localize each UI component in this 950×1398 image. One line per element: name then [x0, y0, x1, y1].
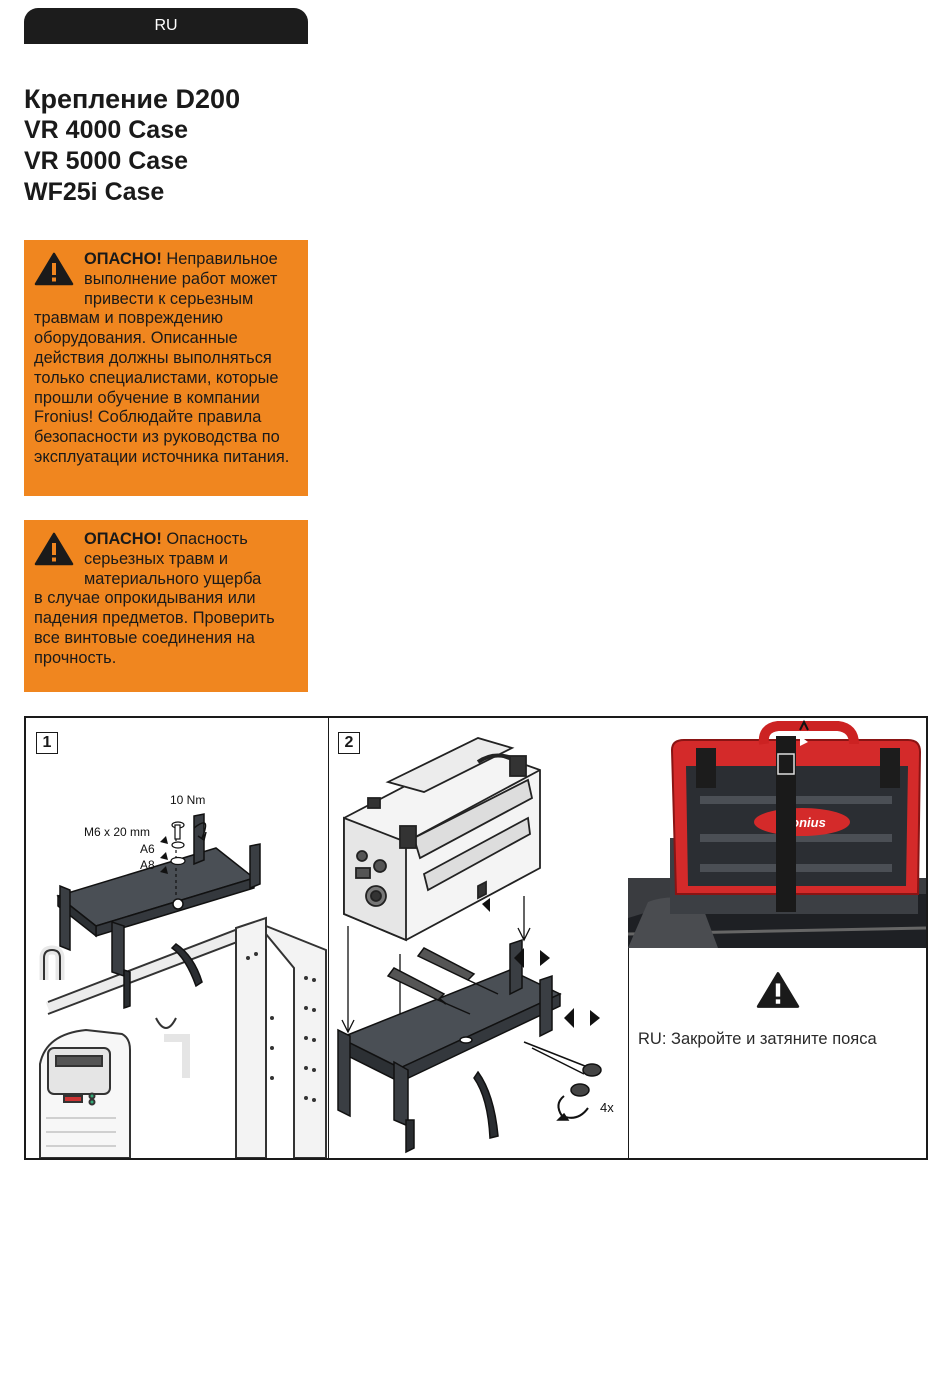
frame-holes [246, 952, 316, 1102]
strap-instruction: RU: Закройте и затяните пояса [638, 1030, 877, 1048]
danger-label: ОПАСНО! [84, 530, 162, 548]
danger-body: в случае опрокидывания или падения предм… [34, 589, 275, 667]
step-3-panel: 3 Fronius [628, 718, 926, 1158]
danger-label: ОПАСНО! [84, 250, 162, 268]
wire-feeder-case [343, 737, 541, 942]
assembly-steps: 1 [24, 716, 928, 1160]
page-title: Крепление D200 [24, 84, 241, 114]
screwdriver-tools [386, 947, 499, 1015]
danger-lead: Неправильное выполнение работ может прив… [84, 250, 278, 308]
screw-label: M6 x 20 mm [84, 825, 150, 839]
bracket-plate [337, 938, 562, 1154]
step-2-illustration: 4x [337, 737, 614, 1154]
step-1-panel: 1 [26, 718, 329, 1158]
adjust-arrow-icon [482, 898, 600, 1028]
step-number: 2 [338, 732, 360, 754]
step-1-illustration: 10 Nm M6 x 20 mm A6 A8 [39, 793, 327, 1158]
torque-label: 10 Nm [170, 793, 205, 807]
rotate-arrow-icon [160, 836, 168, 874]
danger-notice-2: ОПАСНО! Опасность серьезных травм и мате… [24, 520, 308, 692]
step-2-panel: 2 [328, 718, 629, 1158]
danger-notice-text: ОПАСНО! Неправильное выполнение работ мо… [34, 250, 302, 468]
mounting-bolts [523, 1041, 602, 1121]
model-line-2: VR 5000 Case [24, 147, 189, 175]
washer-a-label: A6 [140, 842, 155, 856]
count-label: 4x [600, 1100, 614, 1115]
model-line-1: VR 4000 Case [24, 116, 189, 144]
trolley-frame [39, 916, 327, 1158]
danger-body: травмам и повреждению оборудования. Опис… [34, 309, 290, 466]
danger-notice-1: ОПАСНО! Неправильное выполнение работ мо… [24, 240, 308, 496]
language-tab: RU [24, 8, 308, 44]
danger-lead: Опасность серьезных травм и материальног… [84, 530, 262, 588]
bracket-plate [56, 813, 261, 1010]
warning-triangle-icon [34, 532, 74, 566]
step-3-photo: Fronius [628, 718, 926, 948]
model-line-3: WF25i Case [24, 178, 165, 206]
screw-stack [170, 821, 207, 898]
title-block: Крепление D200 VR 4000 Case VR 5000 Case… [24, 84, 240, 208]
power-source [39, 1028, 131, 1158]
warning-triangle-icon [756, 972, 800, 1008]
danger-notice-text: ОПАСНО! Опасность серьезных травм и мате… [34, 530, 302, 669]
step-number: 1 [36, 732, 58, 754]
warning-triangle-icon [34, 252, 74, 286]
washer-b-label: A8 [140, 858, 155, 872]
